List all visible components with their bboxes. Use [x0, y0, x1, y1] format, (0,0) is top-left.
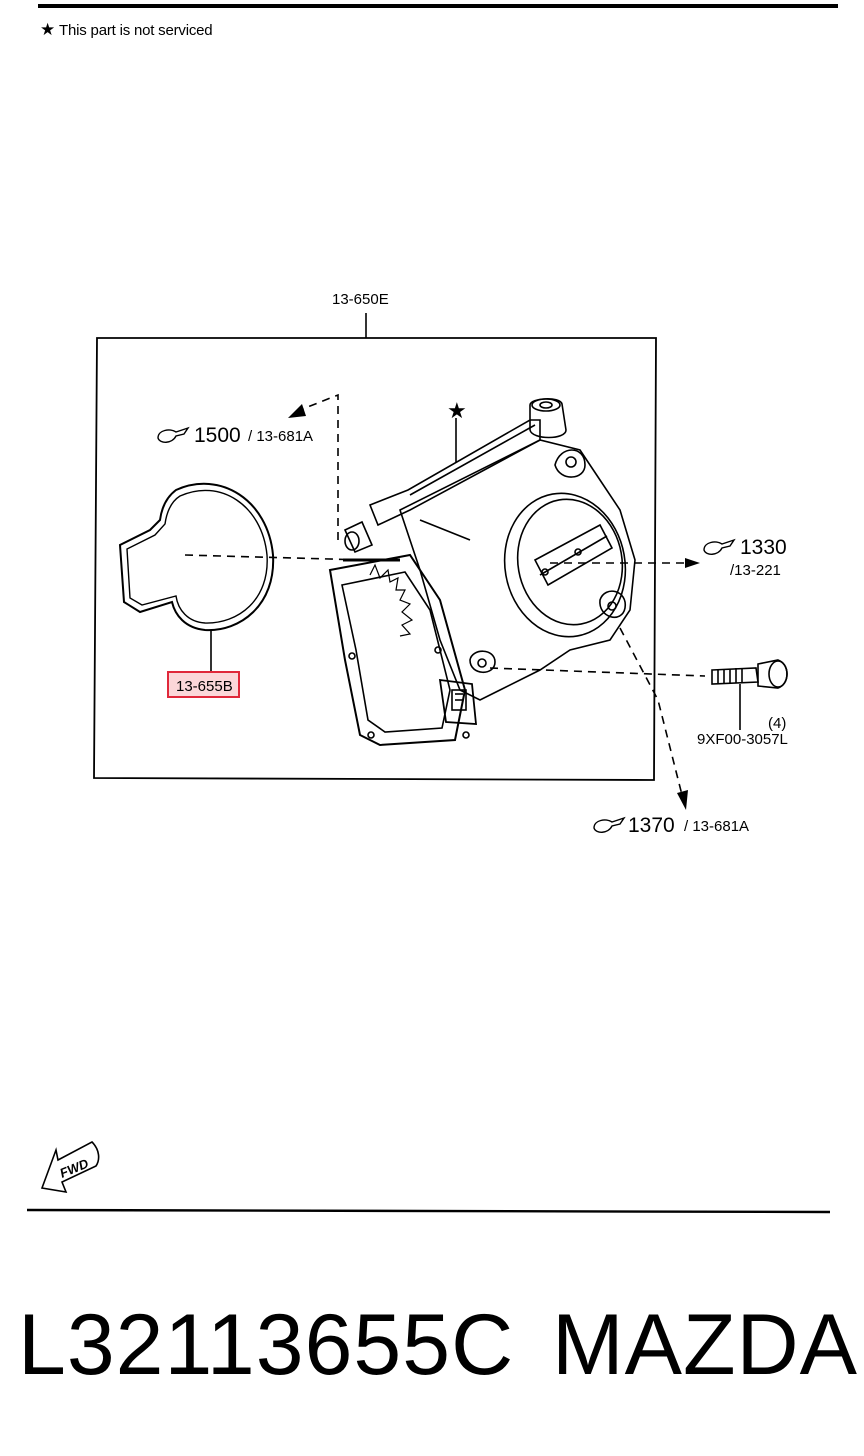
fwd-arrow-icon [40, 1141, 100, 1194]
arrow-down [677, 790, 688, 810]
pointer-hand-icon [703, 538, 736, 555]
brand-name: MAZDA [552, 1297, 858, 1393]
part-number: L32113655C [18, 1297, 515, 1393]
bolt-quantity: (4) [768, 715, 787, 732]
ref-right-number: 1330 [740, 536, 787, 559]
bottom-rule [26, 1208, 831, 1214]
legend-note-text: This part is not serviced [59, 22, 213, 39]
legend-note: ★This part is not serviced [40, 20, 213, 40]
ref-top-number: 1500 [194, 424, 241, 447]
pointer-hand-icon [593, 816, 626, 833]
dash-down [619, 627, 683, 796]
gasket-shape [118, 482, 275, 632]
throttle-body [328, 398, 636, 747]
assembly-label[interactable]: 13-650E [332, 291, 389, 308]
ref-bottom-number: 1370 [628, 814, 675, 837]
star-icon: ★ [447, 399, 467, 424]
ref-right-subref: /13-221 [730, 562, 781, 579]
ref-bottom-subref: / 13-681A [684, 818, 750, 835]
arrow-right [685, 558, 700, 568]
ref-top-subref: / 13-681A [248, 428, 314, 445]
gasket-label[interactable]: 13-655B [176, 678, 233, 695]
gasket-highlight[interactable] [167, 671, 240, 698]
bolt-part-number[interactable]: 9XF00-3057L [697, 731, 788, 748]
dash-up [299, 393, 339, 540]
arrow-up [288, 404, 306, 418]
bolt-shape [711, 659, 788, 689]
centerline-main [184, 554, 366, 561]
pointer-hand-icon [157, 426, 190, 443]
star-icon: ★ [40, 20, 56, 39]
centerline-bolt [489, 667, 706, 677]
assembly-frame [93, 337, 657, 781]
